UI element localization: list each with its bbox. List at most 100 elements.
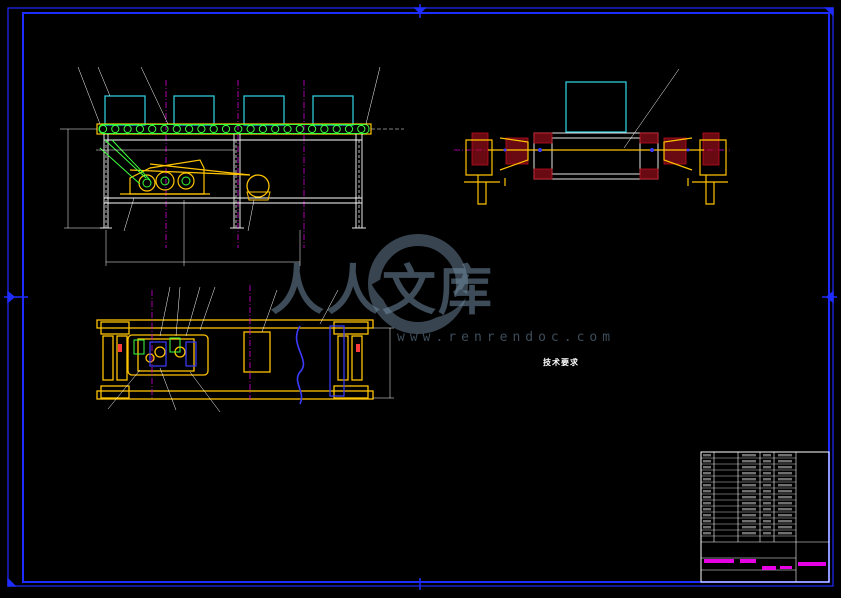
centering-marks <box>4 4 837 590</box>
section-yellow-parts <box>464 137 728 205</box>
roller <box>172 124 181 134</box>
front-dimensions <box>64 129 301 266</box>
motor-front <box>246 174 270 198</box>
watermark-url: www.renrendoc.com <box>397 330 616 345</box>
roller <box>271 124 280 134</box>
title-block-cell <box>778 508 792 511</box>
drive-chain-front <box>99 139 191 188</box>
roller <box>308 124 317 134</box>
title-block-cell <box>778 460 792 463</box>
title-block-cell <box>763 502 771 505</box>
section-view <box>454 68 730 205</box>
title-block-cell <box>763 508 771 511</box>
title-block-cell <box>763 466 771 469</box>
title-block-cell <box>763 496 771 499</box>
roller <box>111 124 120 134</box>
title-block-cell <box>703 460 711 463</box>
title-block-cell <box>703 484 711 487</box>
roller <box>234 124 243 134</box>
title-block-cell <box>778 466 792 469</box>
roller <box>98 124 108 134</box>
roller <box>123 124 132 134</box>
title-block-cell <box>742 508 756 511</box>
title-block-cell <box>763 454 771 457</box>
technical-requirements: 技术要求 <box>543 358 579 369</box>
title-block-cell <box>778 514 792 517</box>
roller <box>246 124 255 134</box>
plan-leader-lines <box>107 286 394 413</box>
title-block-cell <box>742 460 756 463</box>
title-block-cell <box>778 478 792 481</box>
title-block-cell <box>742 496 756 499</box>
title-block-cell <box>763 520 771 523</box>
front-center-lines <box>165 80 305 248</box>
title-block-cell <box>703 526 711 529</box>
title-block-cell <box>742 466 756 469</box>
title-block-cell <box>742 502 756 505</box>
title-block-cell <box>778 520 792 523</box>
chain-loop <box>98 124 370 134</box>
roller <box>209 124 218 134</box>
title-block-cell <box>703 508 711 511</box>
section-bearings <box>503 148 690 152</box>
roller <box>344 124 354 134</box>
frame-hidden <box>105 140 360 228</box>
title-block-cell <box>742 532 756 535</box>
title-block-cell <box>763 484 771 487</box>
title-block-cell <box>763 490 771 493</box>
title-block-cell <box>703 490 711 493</box>
title-block-cell <box>778 472 792 475</box>
front-leader-lines <box>77 66 381 232</box>
title-block-cell <box>778 490 792 493</box>
title-block-cell <box>703 454 711 457</box>
title-block-cell <box>763 532 771 535</box>
title-block-cell <box>778 502 792 505</box>
title-block-cell <box>703 532 711 535</box>
title-block-magenta <box>704 559 826 570</box>
title-block-cell <box>742 514 756 517</box>
title-block-cell <box>742 472 756 475</box>
roller <box>221 124 231 134</box>
title-block-cell <box>703 478 711 481</box>
roller <box>320 124 329 134</box>
title-block-cell <box>742 520 756 523</box>
watermark-brand: 人人文库 <box>270 259 494 322</box>
roller <box>185 124 194 134</box>
roller-chain <box>98 124 370 134</box>
title-block-cell <box>778 496 792 499</box>
title-block-cell <box>703 520 711 523</box>
roller <box>258 124 267 134</box>
roller <box>332 124 341 134</box>
title-block-cell <box>778 454 792 457</box>
frame-legs <box>100 134 366 229</box>
roller <box>135 124 144 134</box>
roller <box>283 124 292 134</box>
section-hatch <box>471 132 720 180</box>
section-box <box>565 81 627 133</box>
title-block-cell <box>763 460 771 463</box>
product-boxes <box>104 95 354 126</box>
title-block <box>700 451 830 583</box>
title-block-cell <box>703 472 711 475</box>
title-block-cell <box>703 514 711 517</box>
title-block-cell <box>703 502 711 505</box>
title-block-cell <box>778 484 792 487</box>
roller <box>148 124 157 134</box>
title-block-cell <box>742 484 756 487</box>
title-block-cell <box>742 490 756 493</box>
title-block-cell <box>703 496 711 499</box>
plan-view <box>96 285 394 413</box>
title-block-cell <box>763 514 771 517</box>
title-block-cell <box>742 454 756 457</box>
technical-requirements-title: 技术要求 <box>543 358 579 367</box>
title-block-cell <box>778 532 792 535</box>
title-block-cell <box>742 526 756 529</box>
title-block-cell <box>778 526 792 529</box>
title-block-cell <box>763 472 771 475</box>
title-block-cell <box>703 466 711 469</box>
roller <box>160 124 169 134</box>
front-view <box>60 66 404 266</box>
title-block-cell <box>763 478 771 481</box>
title-block-cell <box>742 478 756 481</box>
